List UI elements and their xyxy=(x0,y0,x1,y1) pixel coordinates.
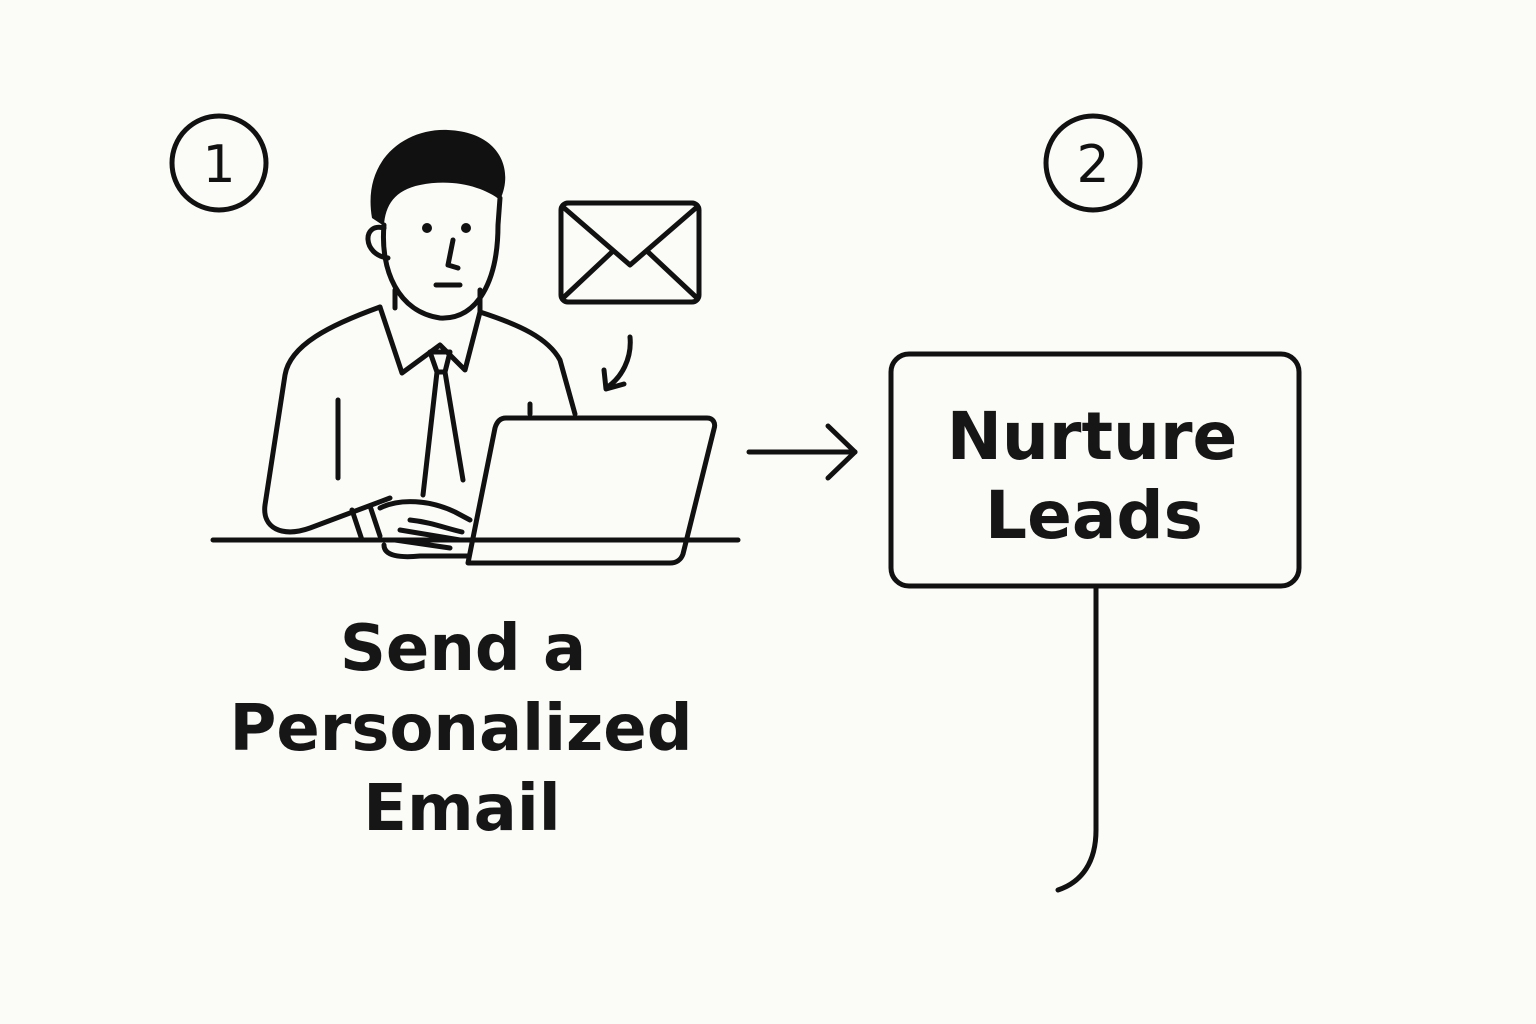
person-collar xyxy=(377,304,483,376)
caption-line-3: Email xyxy=(363,772,560,846)
step-2-badge: 2 xyxy=(1043,113,1143,213)
person-hair xyxy=(370,129,506,226)
caption-line-2: Personalized xyxy=(229,692,692,766)
step-2-number: 2 xyxy=(1076,135,1109,195)
step-1-number: 1 xyxy=(202,135,235,195)
person-ear xyxy=(365,224,391,261)
shirt-cuff xyxy=(349,503,383,543)
person-torso-right xyxy=(477,309,578,417)
typing-hand xyxy=(377,499,473,551)
right-arrow-icon xyxy=(746,423,858,481)
curved-arrow-icon xyxy=(601,334,633,392)
laptop-base xyxy=(381,542,471,560)
envelope-folds xyxy=(560,249,700,301)
box-line-1: Nurture xyxy=(947,398,1238,475)
curved-arrow-head xyxy=(601,367,627,392)
right-arrow-head xyxy=(825,423,858,481)
tie-knot xyxy=(427,349,453,375)
person-eye-left xyxy=(422,223,432,233)
person-face xyxy=(380,195,503,321)
step-1-circle xyxy=(169,113,269,213)
curved-arrow-shaft xyxy=(603,334,633,391)
person-nose xyxy=(445,237,461,271)
connector-line xyxy=(1055,585,1099,893)
nurture-leads-box: Nurture Leads xyxy=(888,351,1302,589)
box-line-2: Leads xyxy=(985,477,1203,554)
tie-left xyxy=(420,369,440,498)
laptop-screen xyxy=(465,415,718,566)
step-2-circle xyxy=(1043,113,1143,213)
tie-right xyxy=(442,369,466,483)
person-torso-left xyxy=(262,304,393,535)
envelope-body xyxy=(558,200,702,305)
caption-line-1: Send a xyxy=(340,612,586,686)
envelope-icon xyxy=(558,200,702,305)
person-at-laptop-icon xyxy=(210,129,741,566)
step-1-caption: Send a Personalized Email xyxy=(229,612,692,846)
person-eye-right xyxy=(461,223,471,233)
step-1-badge: 1 xyxy=(169,113,269,213)
envelope-flap xyxy=(560,204,700,268)
